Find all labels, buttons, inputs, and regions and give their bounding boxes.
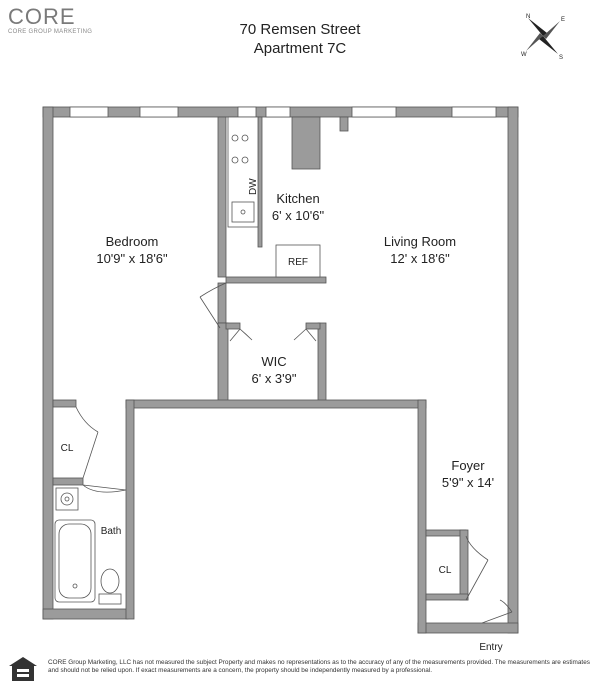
- fixture-label-dishwasher: DW: [248, 178, 259, 195]
- room-label-kitchen: Kitchen: [276, 191, 319, 206]
- brand-tagline: CORE GROUP MARKETING: [8, 29, 93, 35]
- compass-rose-icon: N E S W: [521, 14, 565, 60]
- room-size-wic: 6' x 3'9": [252, 371, 297, 386]
- room-label-closet-foyer: CL: [439, 565, 452, 576]
- address-line: 70 Remsen Street: [239, 21, 361, 38]
- brand-name: CORE: [8, 4, 76, 29]
- room-size-kitchen: 6' x 10'6": [272, 208, 325, 223]
- room-size-living: 12' x 18'6": [390, 251, 450, 266]
- compass-w-label: W: [521, 52, 527, 58]
- plan-windows: [69, 106, 497, 118]
- plan-fixtures: [54, 116, 321, 605]
- room-label-bedroom: Bedroom: [106, 234, 159, 249]
- room-label-foyer: Foyer: [451, 458, 485, 473]
- room-label-bath: Bath: [101, 526, 122, 537]
- room-size-foyer: 5'9" x 14': [442, 475, 494, 490]
- room-label-living: Living Room: [384, 234, 456, 249]
- plan-walls: [42, 106, 519, 634]
- equal-housing-icon: [9, 657, 37, 681]
- brand-logo: CORE CORE GROUP MARKETING: [8, 4, 93, 36]
- listing-title: 70 Remsen Street Apartment 7C: [0, 20, 600, 58]
- compass-n-label: N: [526, 14, 530, 20]
- room-label-wic: WIC: [261, 354, 286, 369]
- disclaimer-text: CORE Group Marketing, LLC has not measur…: [48, 659, 590, 674]
- fixture-label-refrigerator: REF: [288, 257, 308, 268]
- room-label-closet-bedroom: CL: [61, 443, 74, 454]
- compass-s-label: S: [559, 55, 563, 60]
- compass-e-label: E: [561, 17, 565, 23]
- unit-line: Apartment 7C: [253, 40, 347, 57]
- entry-label: Entry: [479, 642, 502, 653]
- room-size-bedroom: 10'9" x 18'6": [96, 251, 168, 266]
- plan-doors: [75, 282, 513, 624]
